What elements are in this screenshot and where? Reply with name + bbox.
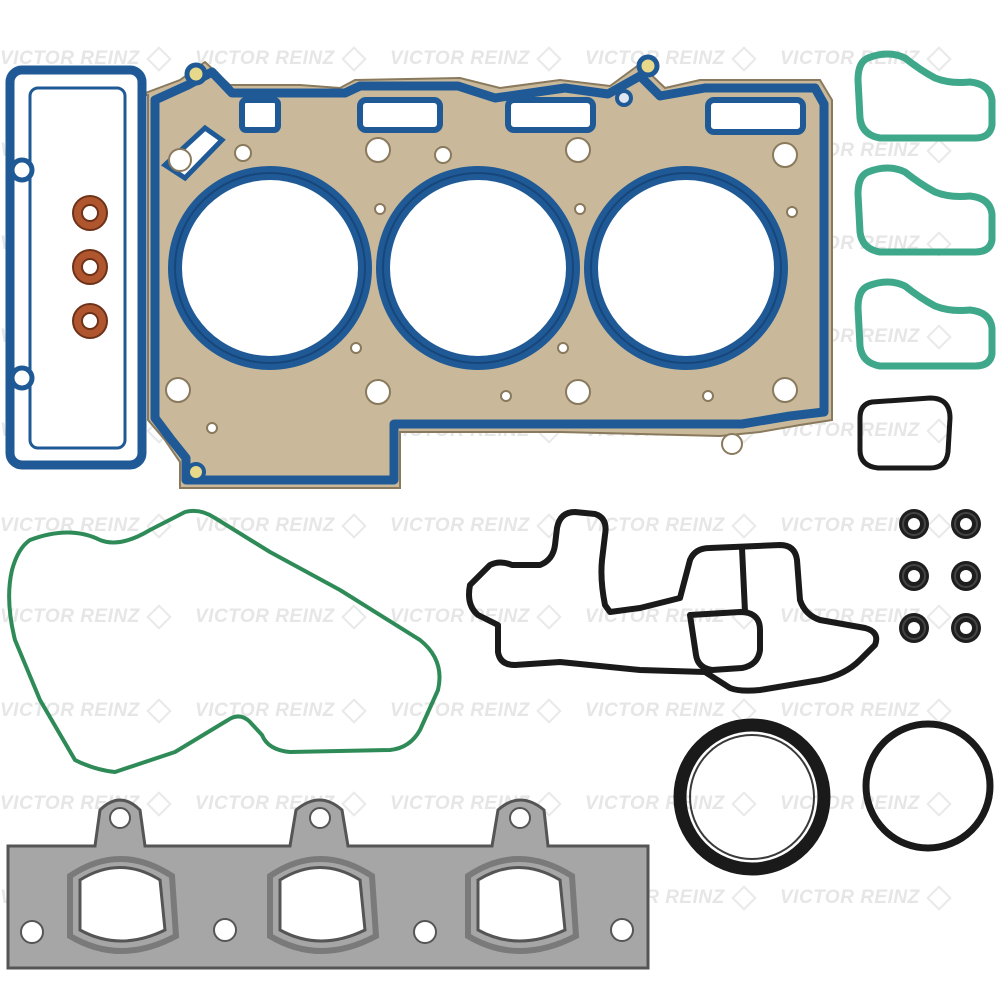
black-seal [951, 613, 981, 643]
stud-hole [213, 918, 237, 942]
watermark-text: VICTOR REINZ [780, 698, 952, 724]
watermark-text: VICTOR REINZ [585, 513, 757, 539]
copper-seal [72, 249, 108, 285]
bolt-hole [434, 146, 452, 164]
bolt-hole [168, 148, 192, 172]
watermark-text: VICTOR REINZ [0, 698, 172, 724]
green-port-gasket [854, 50, 996, 142]
bolt-hole [350, 342, 362, 354]
stud-hole [509, 807, 531, 829]
bolt-hole [165, 377, 191, 403]
watermark-text: VICTOR REINZ [390, 513, 562, 539]
cylinder-bore [390, 180, 566, 356]
watermark-text: VICTOR REINZ [0, 513, 172, 539]
bolt-hole [772, 377, 798, 403]
dowel-sleeve [184, 62, 208, 86]
head-gasket-slot [357, 97, 443, 133]
cylinder-bore [598, 180, 774, 356]
bolt-hole [500, 390, 512, 402]
dowel-sleeve [186, 462, 206, 482]
copper-seal [72, 303, 108, 339]
watermark-text: VICTOR REINZ [780, 513, 952, 539]
copper-seal [72, 195, 108, 231]
black-seal [951, 509, 981, 539]
bolt-hole [206, 422, 218, 434]
exhaust-port [78, 866, 167, 943]
watermark-text: VICTOR REINZ [195, 46, 367, 72]
dowel-sleeve [615, 89, 633, 107]
small-rounded-gasket [857, 395, 953, 471]
watermark-text: VICTOR REINZ [780, 885, 952, 911]
watermark-text: VICTOR REINZ [195, 604, 367, 630]
black-seal [899, 509, 929, 539]
dowel-sleeve [636, 54, 660, 78]
bolt-hole [234, 144, 252, 162]
stud-hole [610, 918, 634, 942]
bolt-hole [702, 390, 714, 402]
bolt-hole [374, 203, 386, 215]
head-gasket-outer-bead [150, 67, 829, 485]
watermark-text: VICTOR REINZ [195, 698, 367, 724]
o-ring [862, 720, 994, 852]
watermark-text: VICTOR REINZ [195, 513, 367, 539]
exhaust-port [476, 866, 567, 943]
stud-hole [109, 807, 131, 829]
bolt-hole [786, 206, 798, 218]
side-flap-hole [9, 157, 35, 183]
watermark-text: VICTOR REINZ [390, 791, 562, 817]
cylinder-head-gasket [5, 54, 833, 489]
stud-hole [413, 920, 437, 944]
bolt-hole [565, 137, 591, 163]
stud-hole [20, 920, 44, 944]
black-seal [899, 613, 929, 643]
black-seal [899, 561, 929, 591]
bolt-hole [565, 379, 591, 405]
black-seal [951, 561, 981, 591]
head-gasket-slot [705, 97, 806, 135]
watermark-text: VICTOR REINZ [0, 46, 172, 72]
watermark-text: VICTOR REINZ [585, 698, 757, 724]
stud-hole [309, 807, 331, 829]
oil-filter-housing-gasket [466, 509, 880, 694]
watermark-text: VICTOR REINZ [390, 46, 562, 72]
bolt-hole [574, 203, 586, 215]
copper-valve-stem-seals [72, 195, 108, 339]
watermark-text: VICTOR REINZ [780, 418, 952, 444]
cylinder-bore [182, 180, 358, 356]
bolt-hole [365, 379, 391, 405]
bolt-hole [365, 137, 391, 163]
bolt-hole [557, 342, 569, 354]
black-valve-stem-seals [899, 509, 981, 643]
crankshaft-seal [673, 718, 831, 876]
green-port-gasket [854, 164, 996, 256]
head-gasket-slot [505, 97, 596, 133]
green-port-gaskets [854, 50, 996, 370]
timing-cover-gasket [7, 508, 442, 774]
bolt-hole [721, 433, 743, 455]
bolt-hole [772, 142, 798, 168]
exhaust-port [278, 866, 367, 943]
side-flap-hole [9, 365, 35, 391]
watermark-text: VICTOR REINZ [0, 604, 172, 630]
green-port-gasket [854, 278, 996, 370]
head-gasket-slot [239, 97, 281, 133]
watermark-text: VICTOR REINZ [780, 604, 952, 630]
exhaust-manifold-gasket [6, 798, 650, 970]
